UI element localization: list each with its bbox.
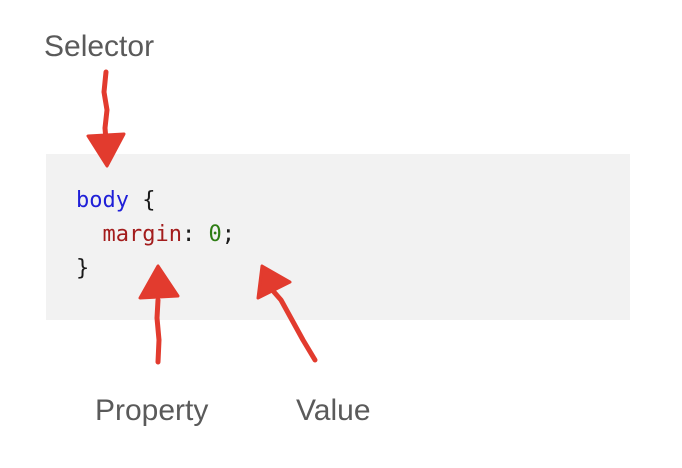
- selector-token: body: [76, 188, 129, 213]
- css-code: body { margin: 0; }: [76, 184, 235, 286]
- colon-token: :: [181, 222, 209, 247]
- selector-label: Selector: [44, 30, 155, 63]
- property-label: Property: [95, 394, 209, 427]
- code-block: body { margin: 0; }: [46, 154, 630, 320]
- close-brace-token: }: [76, 256, 90, 281]
- property-token: margin: [102, 222, 182, 247]
- value-token: 0: [208, 222, 222, 247]
- selector-arrow: [86, 69, 126, 168]
- semicolon-token: ;: [221, 222, 235, 247]
- open-brace-token: {: [128, 188, 156, 213]
- value-label: Value: [296, 394, 371, 427]
- indent-token: [76, 222, 103, 247]
